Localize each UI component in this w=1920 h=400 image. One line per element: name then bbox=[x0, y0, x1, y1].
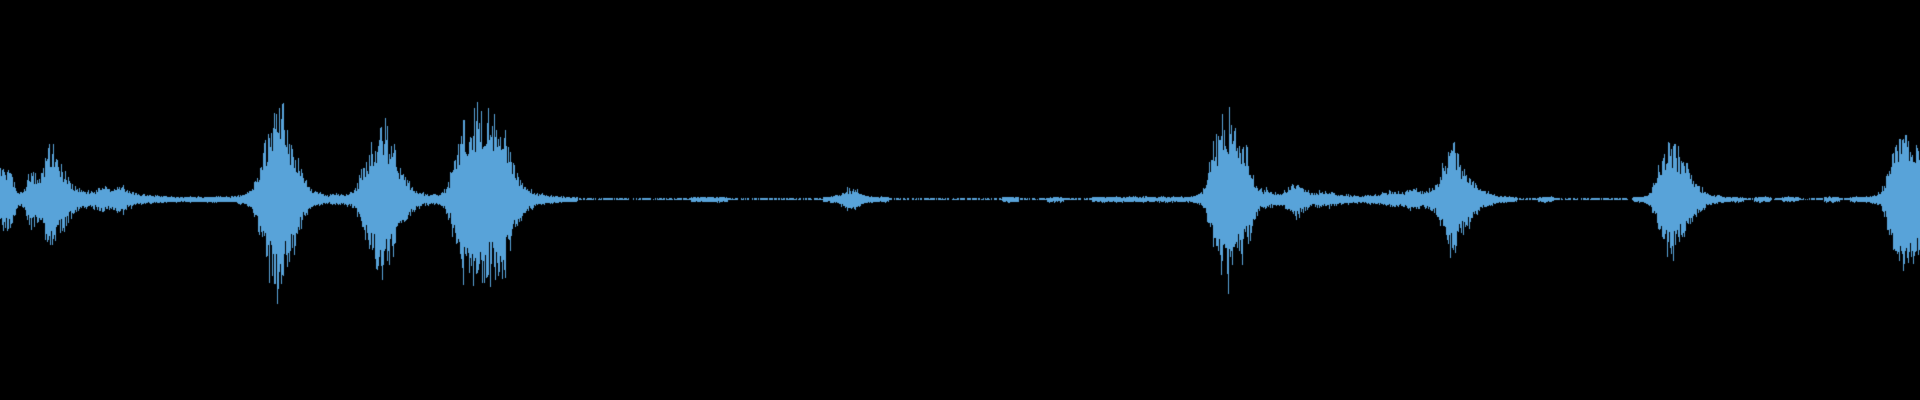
audio-waveform-canvas[interactable] bbox=[0, 0, 1920, 400]
waveform-panel bbox=[0, 0, 1920, 400]
